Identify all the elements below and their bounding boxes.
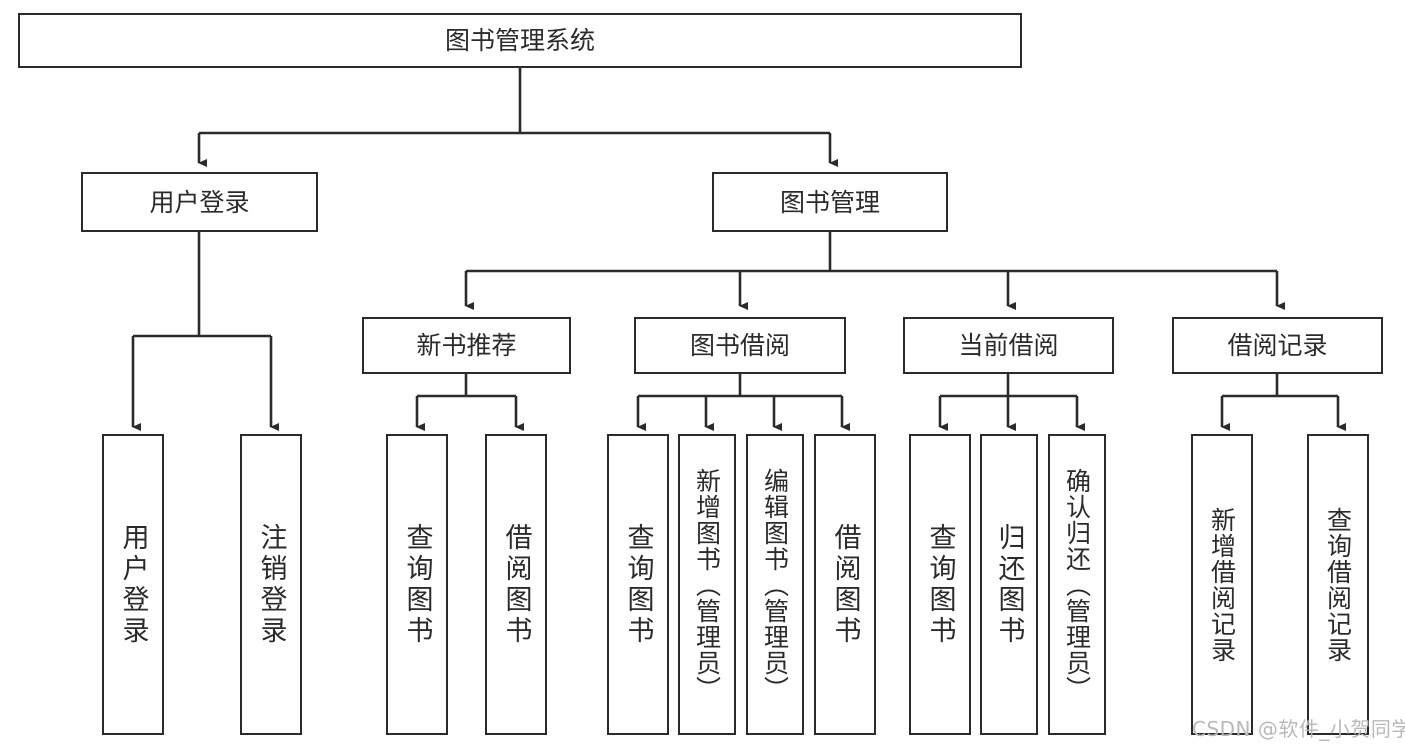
node-label: 新增图书（管理员）	[692, 467, 722, 702]
node-label: 确认归还（管理员）	[1062, 467, 1092, 702]
leaf-borrow-query-book[interactable]: 查询图书	[607, 434, 669, 735]
node-label: 用户登录	[149, 187, 250, 217]
node-label: 注销登录	[255, 522, 287, 647]
node-book-borrow[interactable]: 图书借阅	[634, 317, 846, 374]
node-book-management[interactable]: 图书管理	[712, 172, 948, 232]
leaf-record-query-borrow-record[interactable]: 查询借阅记录	[1307, 434, 1369, 735]
node-label: 归还图书	[993, 522, 1025, 647]
node-label: 用户登录	[117, 522, 149, 647]
leaf-borrow-borrow-book[interactable]: 借阅图书	[814, 434, 876, 735]
node-user-login[interactable]: 用户登录	[81, 172, 318, 232]
node-label: 查询图书	[401, 522, 433, 647]
node-label: 借阅记录	[1227, 331, 1328, 360]
leaf-current-confirm-return-admin[interactable]: 确认归还（管理员）	[1048, 434, 1106, 735]
node-label: 当前借阅	[958, 331, 1059, 360]
node-label: 查询图书	[622, 522, 654, 647]
leaf-user-login-login[interactable]: 用户登录	[102, 434, 164, 735]
node-label: 图书借阅	[689, 331, 790, 360]
node-borrow-record[interactable]: 借阅记录	[1172, 317, 1383, 374]
leaf-new-book-borrow-book[interactable]: 借阅图书	[485, 434, 547, 735]
leaf-user-login-logout[interactable]: 注销登录	[240, 434, 302, 735]
node-label: 图书管理	[779, 187, 880, 217]
node-label: 借阅图书	[500, 522, 532, 647]
node-label: 图书管理系统	[444, 26, 595, 55]
node-new-book-recommend[interactable]: 新书推荐	[362, 317, 571, 374]
node-label: 编辑图书（管理员）	[760, 467, 790, 702]
leaf-borrow-edit-book-admin[interactable]: 编辑图书（管理员）	[746, 434, 804, 735]
node-label: 新书推荐	[416, 331, 517, 360]
node-label: 借阅图书	[829, 522, 861, 647]
node-current-borrow[interactable]: 当前借阅	[903, 317, 1114, 374]
leaf-borrow-add-book-admin[interactable]: 新增图书（管理员）	[678, 434, 736, 735]
node-label: 新增借阅记录	[1207, 506, 1237, 663]
leaf-new-book-query-book[interactable]: 查询图书	[386, 434, 448, 735]
leaf-current-query-book[interactable]: 查询图书	[909, 434, 971, 735]
watermark-credit: CSDN @软件_小贺同学	[1192, 717, 1405, 741]
node-label: 查询图书	[924, 522, 956, 647]
node-root-book-management-system[interactable]: 图书管理系统	[18, 13, 1022, 68]
leaf-current-return-book[interactable]: 归还图书	[980, 434, 1038, 735]
node-label: 查询借阅记录	[1323, 506, 1353, 663]
leaf-record-add-borrow-record[interactable]: 新增借阅记录	[1191, 434, 1253, 735]
